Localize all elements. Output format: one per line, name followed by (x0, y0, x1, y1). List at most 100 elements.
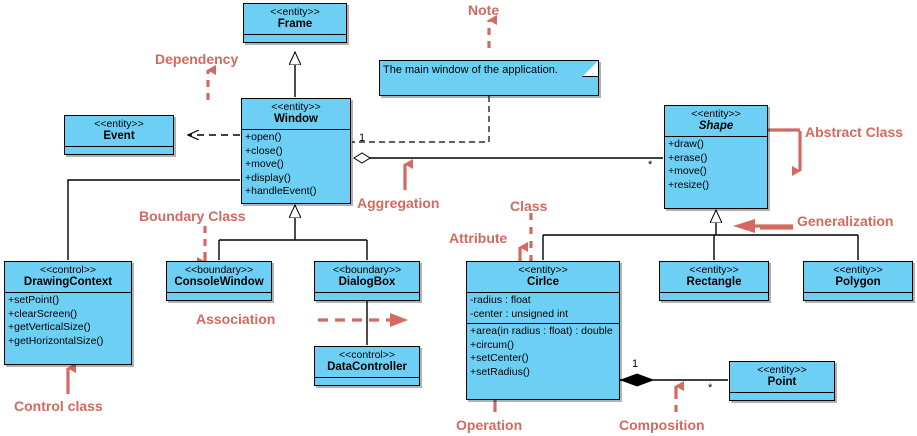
class-name-point: Point (767, 376, 797, 388)
class-stereotype-polygon: <<entity>> (833, 264, 883, 276)
class-attribute: -center : unsigned int (470, 307, 569, 320)
note-text: The main window of the application. (383, 64, 558, 76)
class-name-datacontroller: DataController (327, 361, 407, 373)
class-name-polygon: Polygon (835, 276, 881, 288)
operations-compartment-datacontroller (315, 378, 419, 392)
class-stereotype-drawingcontext: <<control>> (39, 264, 97, 276)
operations-compartment-rectangle (660, 293, 768, 307)
class-operation: +open() (245, 131, 282, 143)
class-header-datacontroller: <<control>>DataController (315, 347, 419, 378)
class-header-polygon: <<entity>>Polygon (804, 262, 912, 293)
annotation-association: Association (196, 311, 276, 327)
class-box-consolewindow[interactable]: <<boundary>>ConsoleWindow (166, 261, 272, 301)
class-operation: +move() (668, 165, 707, 177)
class-stereotype-dialogbox: <<boundary>> (332, 264, 402, 276)
class-name-circle: Cirlce (527, 276, 559, 288)
class-operation: +resize() (668, 178, 710, 191)
class-name-dialogbox: DialogBox (338, 276, 396, 288)
multiplicity-label: 1 (359, 132, 366, 144)
annotation-composition: Composition (619, 417, 705, 433)
class-name-window: Window (274, 113, 318, 125)
class-operation: +move() (245, 158, 284, 170)
operations-compartment-consolewindow (167, 293, 271, 307)
annotation-abstract-class: Abstract Class (805, 124, 904, 140)
class-header-drawingcontext: <<control>>DrawingContext (5, 262, 131, 293)
class-stereotype-point: <<entity>> (757, 364, 807, 376)
class-operation: +area(in radius : float) : double (470, 325, 613, 337)
class-box-datacontroller[interactable]: <<control>>DataController (314, 346, 420, 386)
class-stereotype-consolewindow: <<boundary>> (184, 264, 254, 276)
operations-compartment-shape: +draw()+erase()+move()+resize() (665, 137, 767, 194)
class-box-frame[interactable]: <<entity>>Frame (243, 3, 347, 43)
class-box-polygon[interactable]: <<entity>>Polygon (803, 261, 913, 301)
annotation-boundary-class: Boundary Class (139, 208, 246, 224)
class-operation: +handleEvent() (245, 185, 317, 197)
class-box-window[interactable]: <<entity>>Window+open()+close()+move()+d… (241, 98, 351, 204)
class-operation: +erase() (668, 151, 708, 164)
class-box-rectangle[interactable]: <<entity>>Rectangle (659, 261, 769, 301)
operations-compartment-polygon (804, 293, 912, 307)
class-stereotype-frame: <<entity>> (270, 6, 320, 18)
class-name-event: Event (103, 130, 135, 142)
operations-compartment-drawingcontext: +setPoint()+clearScreen()+getVerticalSiz… (5, 293, 131, 350)
class-header-rectangle: <<entity>>Rectangle (660, 262, 768, 293)
class-header-circle: <<entity>>Cirlce (467, 262, 619, 293)
annotation-attribute: Attribute (449, 230, 508, 246)
class-stereotype-rectangle: <<entity>> (689, 264, 739, 276)
note-fold-corner-icon (582, 61, 598, 77)
class-operation: +draw() (668, 138, 704, 150)
class-operation: +circum() (470, 338, 515, 351)
class-name-drawingcontext: DrawingContext (23, 276, 113, 288)
annotation-note-label: Note (468, 2, 500, 18)
class-attribute: -radius : float (470, 294, 531, 306)
operations-compartment-event (65, 147, 173, 161)
class-operation: +display() (245, 171, 291, 184)
multiplicity-label: 1 (632, 358, 639, 370)
attributes-compartment-circle: -radius : float-center : unsigned int (467, 293, 619, 324)
class-stereotype-datacontroller: <<control>> (338, 349, 396, 361)
class-header-dialogbox: <<boundary>>DialogBox (315, 262, 419, 293)
annotation-dependency: Dependency (155, 51, 239, 67)
note-box: The main window of the application. (379, 60, 599, 96)
class-operation: +getVerticalSize() (8, 321, 91, 333)
class-name-frame: Frame (277, 18, 313, 30)
multiplicity-label: * (708, 382, 713, 394)
annotation-aggregation: Aggregation (357, 195, 440, 211)
annotation-control-class: Control class (14, 398, 103, 414)
class-stereotype-event: <<entity>> (94, 118, 144, 130)
class-stereotype-shape: <<entity>> (691, 108, 741, 120)
edge-note-anchor (352, 96, 490, 143)
class-box-drawingcontext[interactable]: <<control>>DrawingContext+setPoint()+cle… (4, 261, 132, 365)
class-box-shape[interactable]: <<entity>>Shape+draw()+erase()+move()+re… (664, 105, 768, 209)
class-box-event[interactable]: <<entity>>Event (64, 115, 174, 155)
multiplicity-label: * (648, 159, 653, 171)
class-operation: +getHorizontalSize() (8, 334, 104, 347)
class-name-rectangle: Rectangle (686, 276, 742, 288)
class-operation: +setCenter() (470, 352, 529, 364)
class-box-point[interactable]: <<entity>>Point (729, 361, 835, 401)
class-name-shape: Shape (698, 120, 734, 132)
class-header-event: <<entity>>Event (65, 116, 173, 147)
class-operation: +setPoint() (8, 294, 60, 306)
operations-compartment-dialogbox (315, 293, 419, 307)
class-header-point: <<entity>>Point (730, 362, 834, 393)
class-stereotype-circle: <<entity>> (518, 264, 568, 276)
operations-compartment-frame (244, 35, 346, 49)
operations-compartment-window: +open()+close()+move()+display()+handleE… (242, 130, 350, 201)
class-header-window: <<entity>>Window (242, 99, 350, 130)
operations-compartment-point (730, 393, 834, 407)
class-header-frame: <<entity>>Frame (244, 4, 346, 35)
class-box-circle[interactable]: <<entity>>Cirlce-radius : float-center :… (466, 261, 620, 400)
annotation-generalization: Generalization (797, 213, 894, 229)
operations-compartment-circle: +area(in radius : float) : double+circum… (467, 324, 619, 381)
class-box-dialogbox[interactable]: <<boundary>>DialogBox (314, 261, 420, 301)
class-operation: +clearScreen() (8, 307, 78, 320)
class-stereotype-window: <<entity>> (271, 101, 321, 113)
class-operation: +setRadius() (470, 365, 530, 378)
class-header-shape: <<entity>>Shape (665, 106, 767, 137)
annotation-class: Class (510, 198, 548, 214)
class-operation: +close() (245, 144, 283, 157)
annotation-operation: Operation (456, 417, 523, 433)
class-header-consolewindow: <<boundary>>ConsoleWindow (167, 262, 271, 293)
